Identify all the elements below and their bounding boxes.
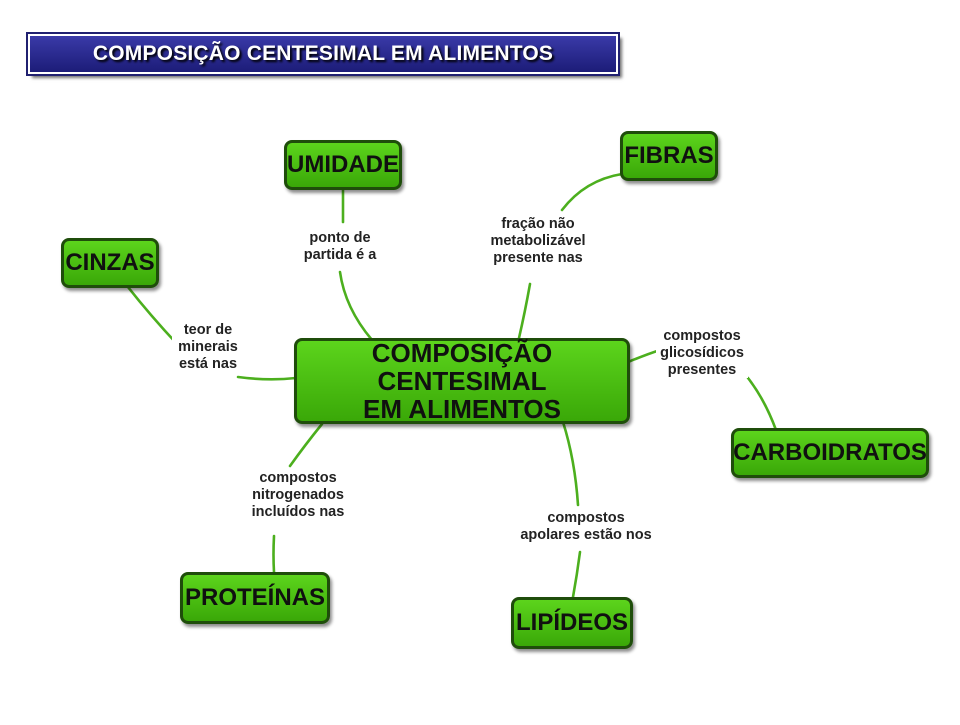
node-carboidratos: CARBOIDRATOS (731, 428, 929, 478)
connector-proteinas-bottom (272, 534, 276, 574)
link-label-carboidratos: compostos glicosídicos presentes (656, 328, 748, 379)
connector-carboidratos-right (746, 376, 778, 432)
link-label-cinzas: teor de minerais está nas (172, 322, 244, 373)
node-fibras: FIBRAS (620, 131, 718, 181)
link-label-umidade: ponto de partida é a (284, 230, 396, 264)
link-label-fibras: fração não metabolizável presente nas (488, 216, 588, 267)
node-umidade: UMIDADE (284, 140, 402, 190)
node-lipideos: LIPÍDEOS (511, 597, 633, 649)
slide-title-bar: COMPOSIÇÃO CENTESIMAL EM ALIMENTOS (26, 32, 620, 76)
link-label-lipideos: compostos apolares estão nos (516, 510, 656, 544)
connector-cinzas-top (126, 285, 180, 347)
connector-lipideos-bottom (571, 550, 582, 599)
connector-fibras-bottom (517, 282, 532, 340)
slide-title: COMPOSIÇÃO CENTESIMAL EM ALIMENTOS (92, 42, 554, 65)
connector-lipideos-top (561, 420, 580, 507)
connector-umidade-bottom (338, 270, 374, 342)
link-label-proteinas: compostos nitrogenados incluídos nas (244, 470, 352, 521)
node-center: COMPOSIÇÃO CENTESIMAL EM ALIMENTOS (294, 338, 630, 424)
connector-fibras-top (560, 172, 624, 212)
node-cinzas: CINZAS (61, 238, 159, 288)
connector-proteinas-top (288, 422, 324, 468)
node-proteinas: PROTEÍNAS (180, 572, 330, 624)
connector-cinzas-bottom (236, 375, 298, 381)
